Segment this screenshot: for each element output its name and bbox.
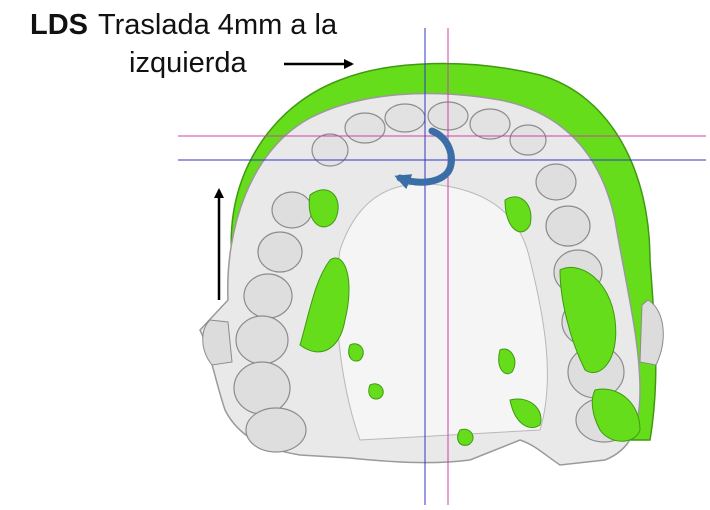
right-side-lobe [640,300,663,365]
caption-text-line-2: izquierda [30,44,370,82]
caption: LDS Traslada 4mm a la izquierda [30,6,370,82]
left-side-lobe [203,320,232,365]
caption-text-line-1: Traslada 4mm a la [98,9,337,41]
caption-code: LDS [30,9,88,41]
caption-line-1: LDS Traslada 4mm a la [30,6,370,44]
